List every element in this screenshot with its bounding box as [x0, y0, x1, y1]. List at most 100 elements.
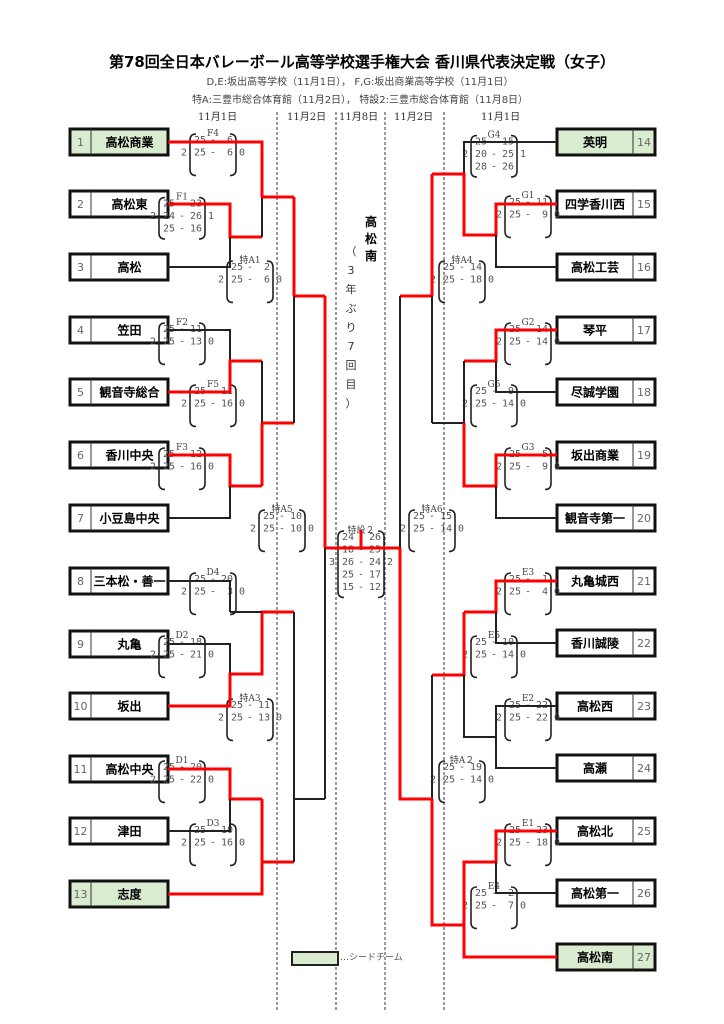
winner-line — [168, 453, 262, 488]
set-score-a: 25 — [443, 275, 455, 286]
team-box-frame — [555, 127, 657, 157]
team-number: 1 — [77, 136, 84, 149]
match-label: E2 — [522, 694, 534, 704]
sets-won-b: 0 — [239, 148, 245, 159]
set-score-a: 25 — [443, 262, 455, 273]
set-dash: - — [491, 901, 497, 912]
score-paren-left — [470, 635, 478, 679]
set-score-a: 25 — [475, 888, 487, 899]
sets-won-b: 1 — [208, 211, 214, 222]
team-name: 坂出 — [117, 699, 141, 714]
sets-won-a: 2 — [400, 524, 406, 535]
bracket-line — [495, 361, 557, 393]
set-dash: - — [491, 399, 497, 410]
sets-won-b: 0 — [488, 775, 494, 786]
champion-note-char: 年 — [345, 283, 357, 296]
sets-won-a: 2 — [150, 337, 156, 348]
sets-won-a: 2 — [250, 524, 256, 535]
set-dash: - — [525, 210, 531, 221]
set-dash: - — [210, 399, 216, 410]
match-label: 特A4 — [451, 254, 472, 266]
set-dash: - — [210, 587, 216, 598]
team-name: 琴平 — [582, 324, 607, 338]
set-score-b: 24 — [369, 557, 381, 568]
match-label: G4 — [488, 131, 501, 141]
team-number: 15 — [637, 198, 651, 211]
score-paren-left — [470, 886, 478, 930]
winner-line — [462, 423, 557, 488]
sets-won-a: 2 — [218, 713, 224, 724]
set-score-a: 25 — [443, 762, 455, 773]
team-box-frame — [68, 440, 170, 470]
champion-note-char: ） — [345, 397, 357, 410]
set-score-b: 25 — [369, 545, 381, 556]
team-number: 21 — [637, 575, 651, 588]
team-number: 19 — [637, 449, 651, 462]
match-label: D2 — [176, 631, 189, 641]
set-dash: - — [525, 838, 531, 849]
match-label: G3 — [522, 443, 535, 453]
set-dash: - — [491, 386, 497, 397]
set-score-b: 16 — [221, 399, 233, 410]
team-name: 四学香川西 — [565, 197, 625, 212]
score-paren-right — [377, 530, 385, 599]
team-box-frame — [68, 315, 170, 345]
team-name: 小豆島中央 — [99, 511, 160, 526]
team-name: 高松工芸 — [571, 260, 619, 275]
team-name: 高松北 — [577, 824, 613, 839]
sets-won-a: 2 — [496, 462, 502, 473]
set-score-a: 24 — [342, 532, 354, 543]
score-paren-left — [470, 384, 478, 428]
set-score-b: 26 — [190, 211, 202, 222]
score-paren-right — [198, 322, 206, 366]
set-score-b: 14 — [536, 337, 548, 348]
team-number: 10 — [74, 700, 88, 713]
set-score-b: 20 — [221, 574, 233, 585]
set-dash: - — [179, 775, 185, 786]
match-label: D4 — [207, 568, 220, 578]
set-score-a: 25 — [194, 838, 206, 849]
set-dash: - — [358, 545, 364, 556]
set-score-b: 14 — [470, 775, 482, 786]
score-paren-left — [438, 760, 446, 804]
score-paren-right — [448, 509, 456, 553]
set-score-b: 18 — [190, 637, 202, 648]
set-dash: - — [179, 462, 185, 473]
match-label: F1 — [176, 193, 188, 203]
team-number: 9 — [77, 638, 84, 651]
sets-won-b: 0 — [488, 275, 494, 286]
set-dash: - — [525, 587, 531, 598]
set-score-a: 25 — [194, 148, 206, 159]
score-paren-right — [229, 133, 237, 177]
score-paren-left — [158, 760, 166, 804]
set-dash: - — [491, 637, 497, 648]
set-score-b: 15 — [440, 511, 452, 522]
match-label: D1 — [176, 756, 189, 766]
bracket-line — [168, 580, 231, 612]
set-score-a: 25 — [194, 574, 206, 585]
winner-line — [168, 359, 262, 394]
team-number: 27 — [637, 951, 651, 964]
day-header-final: 11月8日 — [339, 112, 379, 123]
bracket-line — [463, 675, 557, 738]
set-score-a: 25 — [509, 337, 521, 348]
team-box-frame — [555, 315, 657, 345]
match-label: G2 — [522, 318, 535, 328]
score-paren-right — [510, 886, 518, 930]
sets-won-b: 0 — [554, 337, 560, 348]
set-dash: - — [210, 838, 216, 849]
team-number: 4 — [77, 324, 84, 337]
sets-won-b: 0 — [554, 210, 560, 221]
set-score-b: 16 — [190, 224, 202, 235]
set-dash: - — [491, 149, 497, 160]
champion-note-char: ぶ — [345, 302, 357, 315]
champion-char: 松 — [364, 232, 377, 246]
score-paren-left — [158, 196, 166, 240]
set-score-b: 22 — [190, 775, 202, 786]
team-name: 高松 — [117, 260, 141, 275]
match-label: F4 — [207, 129, 219, 139]
team-name: 高松南 — [577, 950, 613, 965]
team-box: 15 四学香川西 — [555, 189, 657, 219]
